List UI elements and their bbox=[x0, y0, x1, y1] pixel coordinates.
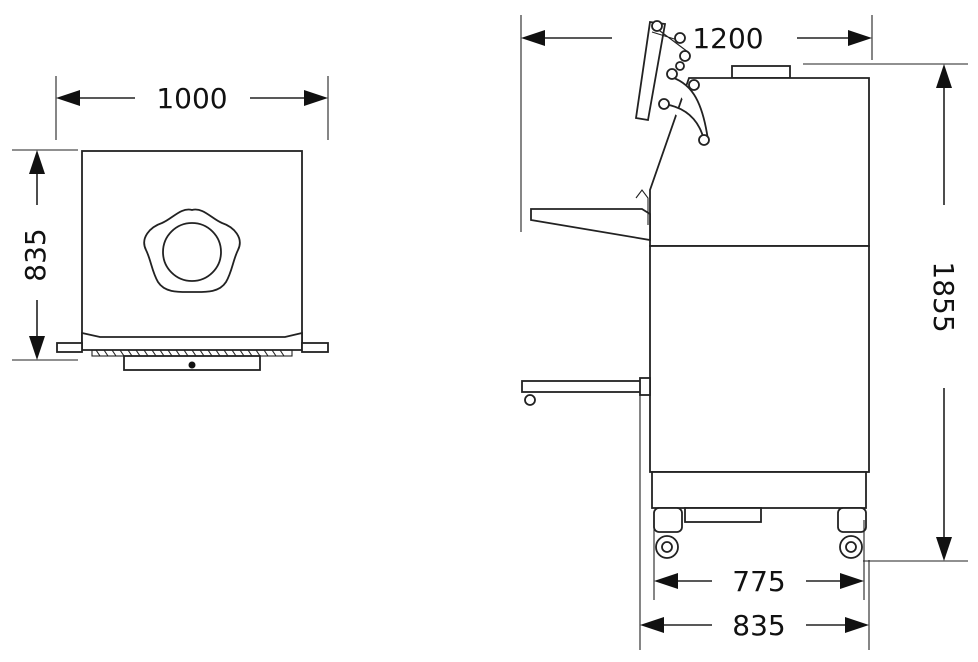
top-view: 1000 835 bbox=[12, 76, 329, 371]
lower-shelf bbox=[521, 380, 645, 393]
side-height-dimension: 1855 bbox=[803, 63, 968, 562]
side-height-label: 1855 bbox=[927, 261, 960, 332]
arrow-right-icon bbox=[304, 90, 328, 106]
top-outlet bbox=[731, 65, 791, 79]
top-width-label: 1000 bbox=[156, 82, 227, 115]
side-view-body bbox=[521, 20, 870, 523]
top-depth-label: 835 bbox=[19, 228, 52, 281]
wheelbase-dimension: 775 bbox=[654, 565, 864, 598]
arrow-left-icon bbox=[640, 617, 664, 633]
arrow-left-icon bbox=[56, 90, 80, 106]
arrow-left-icon bbox=[654, 573, 678, 589]
arrow-left-icon bbox=[521, 30, 545, 46]
side-depth-label: 835 bbox=[732, 609, 785, 642]
top-depth-dimension: 835 bbox=[12, 149, 78, 361]
side-depth-dimension: 835 bbox=[640, 609, 869, 642]
arrow-right-icon bbox=[840, 573, 864, 589]
upper-shelf bbox=[530, 208, 651, 242]
tray-knob bbox=[188, 361, 196, 369]
arrow-right-icon bbox=[848, 30, 872, 46]
side-view: 1200 1855 bbox=[520, 15, 968, 650]
arrow-right-icon bbox=[845, 617, 869, 633]
bottom-dimension-guides bbox=[639, 395, 870, 650]
arrow-down-icon bbox=[29, 336, 45, 360]
top-width-dimension: 1000 bbox=[55, 76, 329, 140]
arrow-down-icon bbox=[936, 537, 952, 561]
side-width-label: 1200 bbox=[692, 22, 763, 55]
top-view-body bbox=[56, 150, 329, 371]
wheelbase-label: 775 bbox=[732, 565, 785, 598]
lid-star-knob bbox=[143, 208, 241, 293]
arrow-up-icon bbox=[936, 64, 952, 88]
side-width-dimension: 1200 bbox=[520, 15, 873, 232]
caster-wheels bbox=[653, 507, 867, 559]
arrow-up-icon bbox=[29, 150, 45, 174]
